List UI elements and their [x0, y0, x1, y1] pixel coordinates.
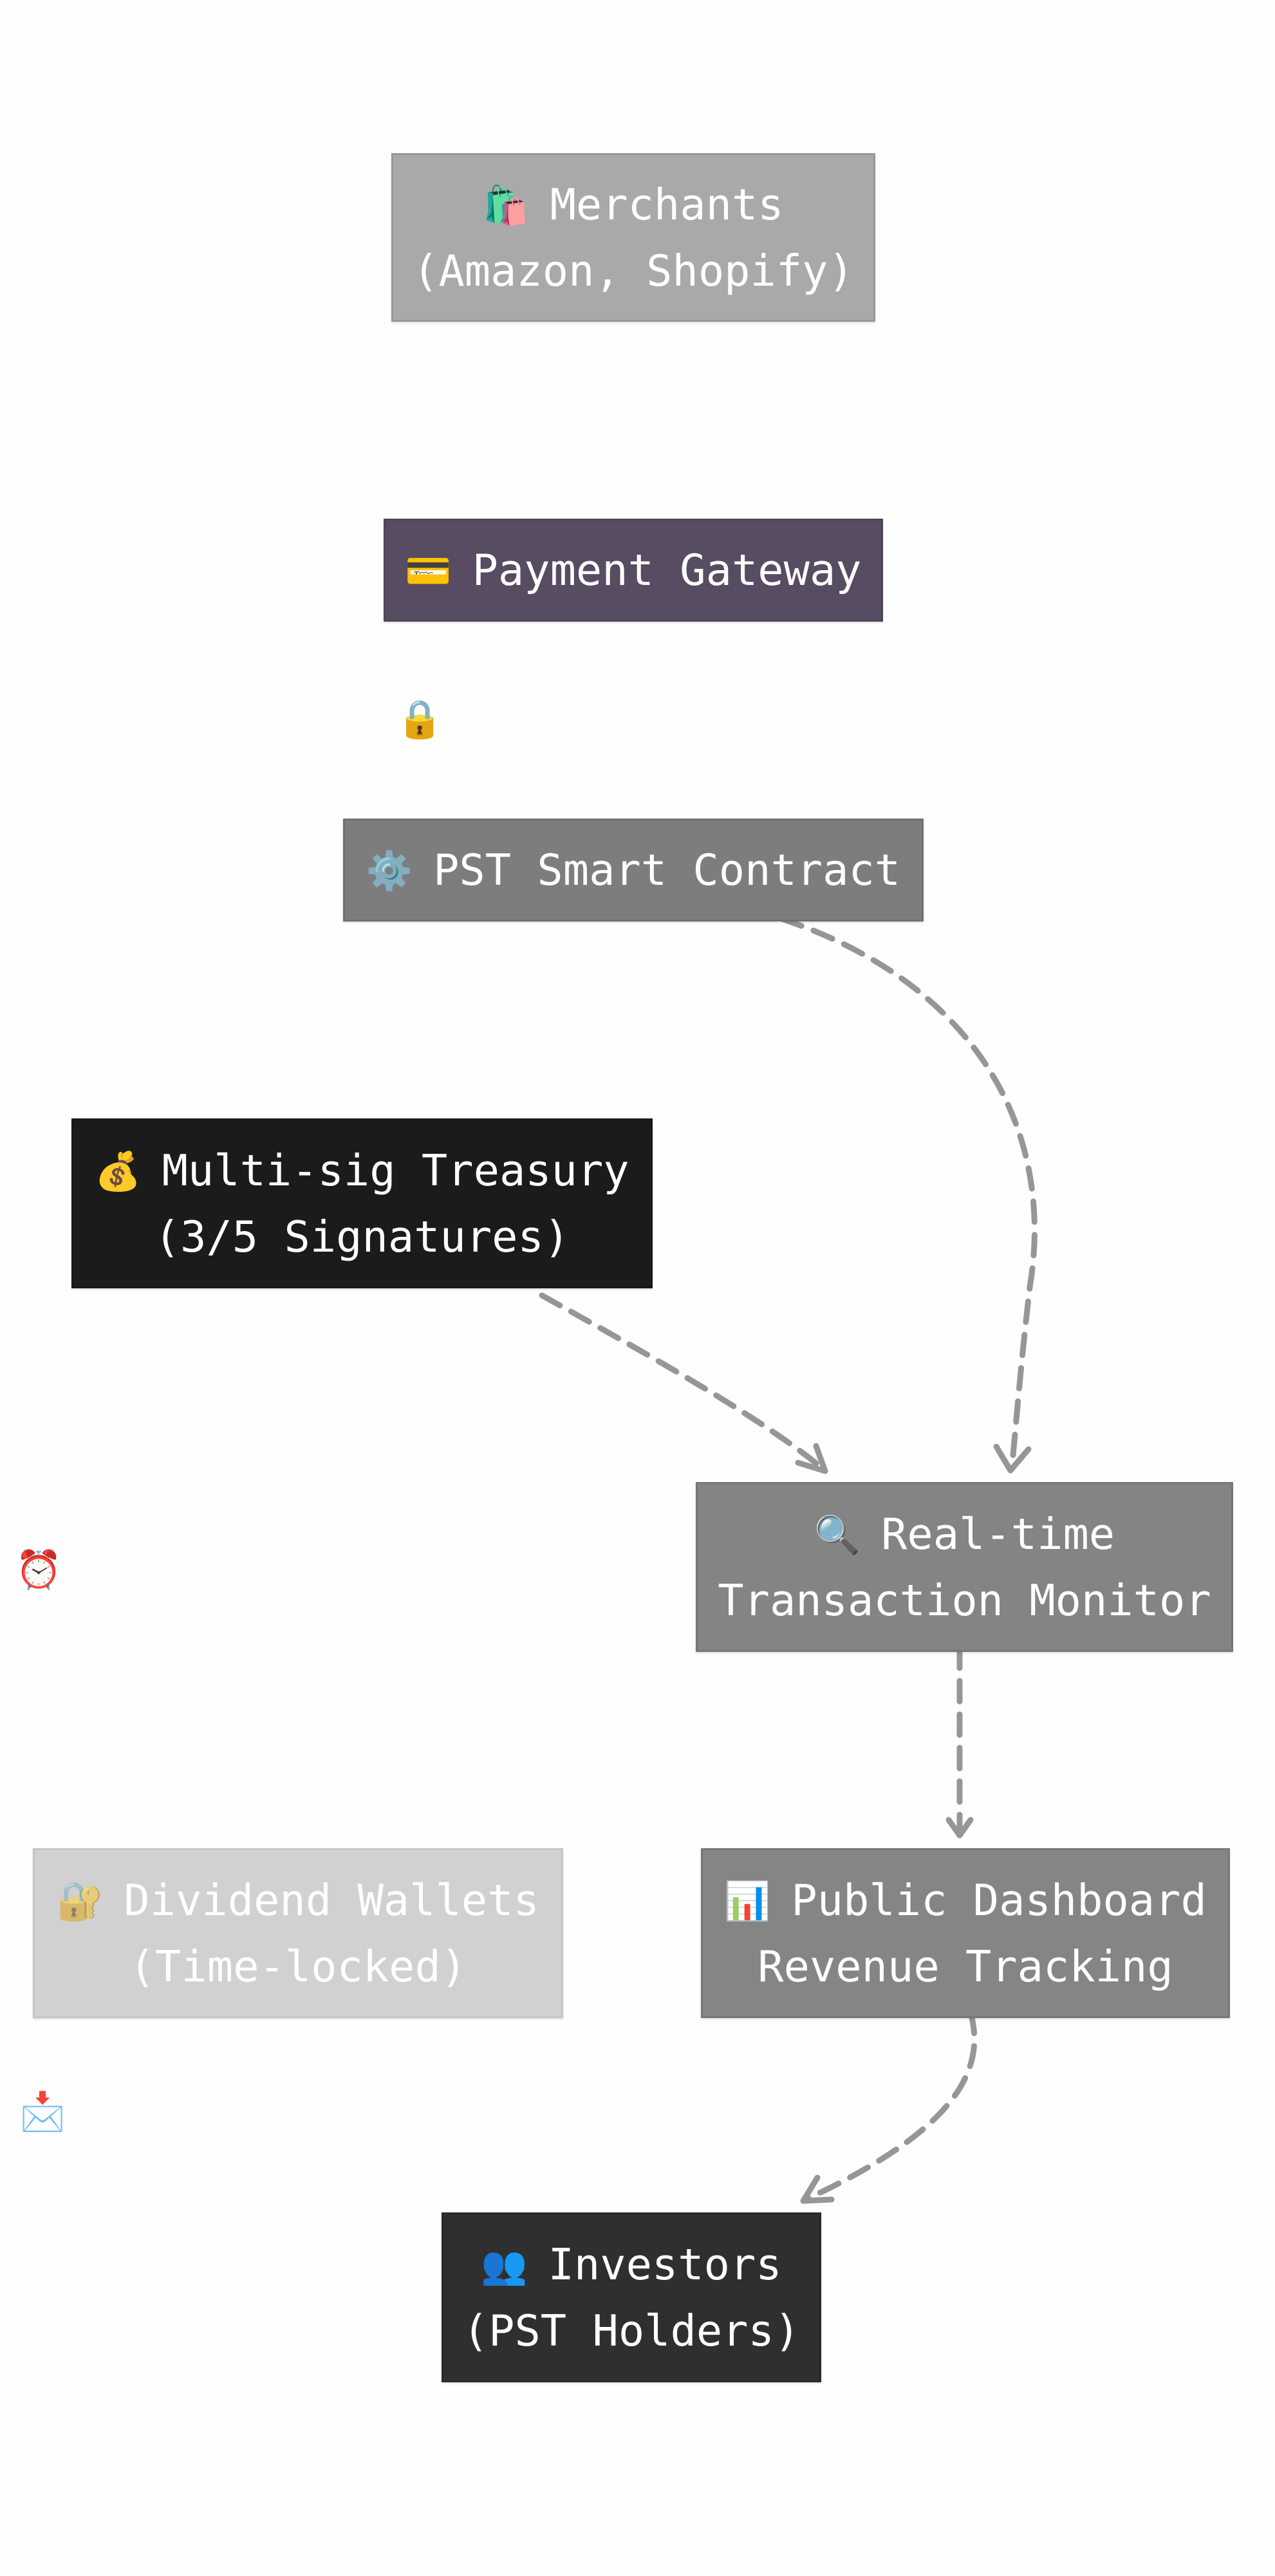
- magnifying-glass-icon: 🔍: [814, 1512, 861, 1557]
- node-investors-label: Investors: [548, 2239, 782, 2290]
- node-dividend-wallets-sublabel: (Time-locked): [129, 1941, 467, 1992]
- bar-chart-icon: 📊: [724, 1878, 771, 1923]
- node-transaction-monitor: 🔍 Real-time Transaction Monitor: [696, 1482, 1233, 1652]
- alarm-clock-icon: ⏰: [15, 1548, 62, 1591]
- node-merchants-label: Merchants: [550, 179, 784, 230]
- node-dividend-wallets: 🔐 Dividend Wallets (Time-locked): [33, 1848, 563, 2018]
- arrowhead-monitor-to-dashboard: [945, 1817, 974, 1839]
- edge-treasury-to-monitor: [539, 1292, 826, 1472]
- arrowhead-treasury-to-monitor: [795, 1443, 828, 1474]
- node-transaction-monitor-sublabel: Transaction Monitor: [718, 1575, 1211, 1626]
- lock-icon: 🔒: [396, 697, 443, 741]
- shopping-bags-icon: 🛍️: [483, 183, 530, 227]
- node-merchants-sublabel: (Amazon, Shopify): [413, 245, 854, 296]
- node-payment-gateway-label: Payment Gateway: [472, 544, 862, 595]
- node-pst-smart-contract-label: PST Smart Contract: [433, 844, 901, 895]
- arrowhead-contract-to-monitor: [993, 1443, 1032, 1474]
- money-bag-icon: 💰: [95, 1149, 142, 1193]
- node-merchants: 🛍️ Merchants (Amazon, Shopify): [391, 153, 875, 322]
- credit-card-icon: 💳: [405, 548, 452, 593]
- people-icon: 👥: [481, 2243, 528, 2287]
- node-dividend-wallets-label: Dividend Wallets: [124, 1875, 539, 1925]
- edge-contract-to-monitor: [779, 916, 1038, 1472]
- node-transaction-monitor-label: Real-time: [881, 1508, 1115, 1559]
- node-investors-sublabel: (PST Holders): [462, 2305, 801, 2356]
- gear-icon: ⚙️: [366, 848, 413, 893]
- node-public-dashboard-label: Public Dashboard: [791, 1875, 1207, 1925]
- node-multisig-treasury-label: Multi-sig Treasury: [162, 1145, 629, 1196]
- node-investors: 👥 Investors (PST Holders): [442, 2212, 821, 2382]
- incoming-envelope-icon: 📩: [19, 2090, 66, 2133]
- lock-with-key-icon: 🔐: [57, 1878, 104, 1923]
- node-multisig-treasury-sublabel: (3/5 Signatures): [154, 1211, 570, 1262]
- node-public-dashboard-sublabel: Revenue Tracking: [758, 1941, 1173, 1992]
- node-public-dashboard: 📊 Public Dashboard Revenue Tracking: [701, 1848, 1230, 2018]
- edge-dashboard-to-investors: [803, 2010, 978, 2203]
- arrowhead-dashboard-to-investors: [800, 2174, 835, 2204]
- node-payment-gateway: 💳 Payment Gateway: [384, 519, 883, 622]
- node-pst-smart-contract: ⚙️ PST Smart Contract: [343, 819, 924, 922]
- node-multisig-treasury: 💰 Multi-sig Treasury (3/5 Signatures): [71, 1118, 653, 1288]
